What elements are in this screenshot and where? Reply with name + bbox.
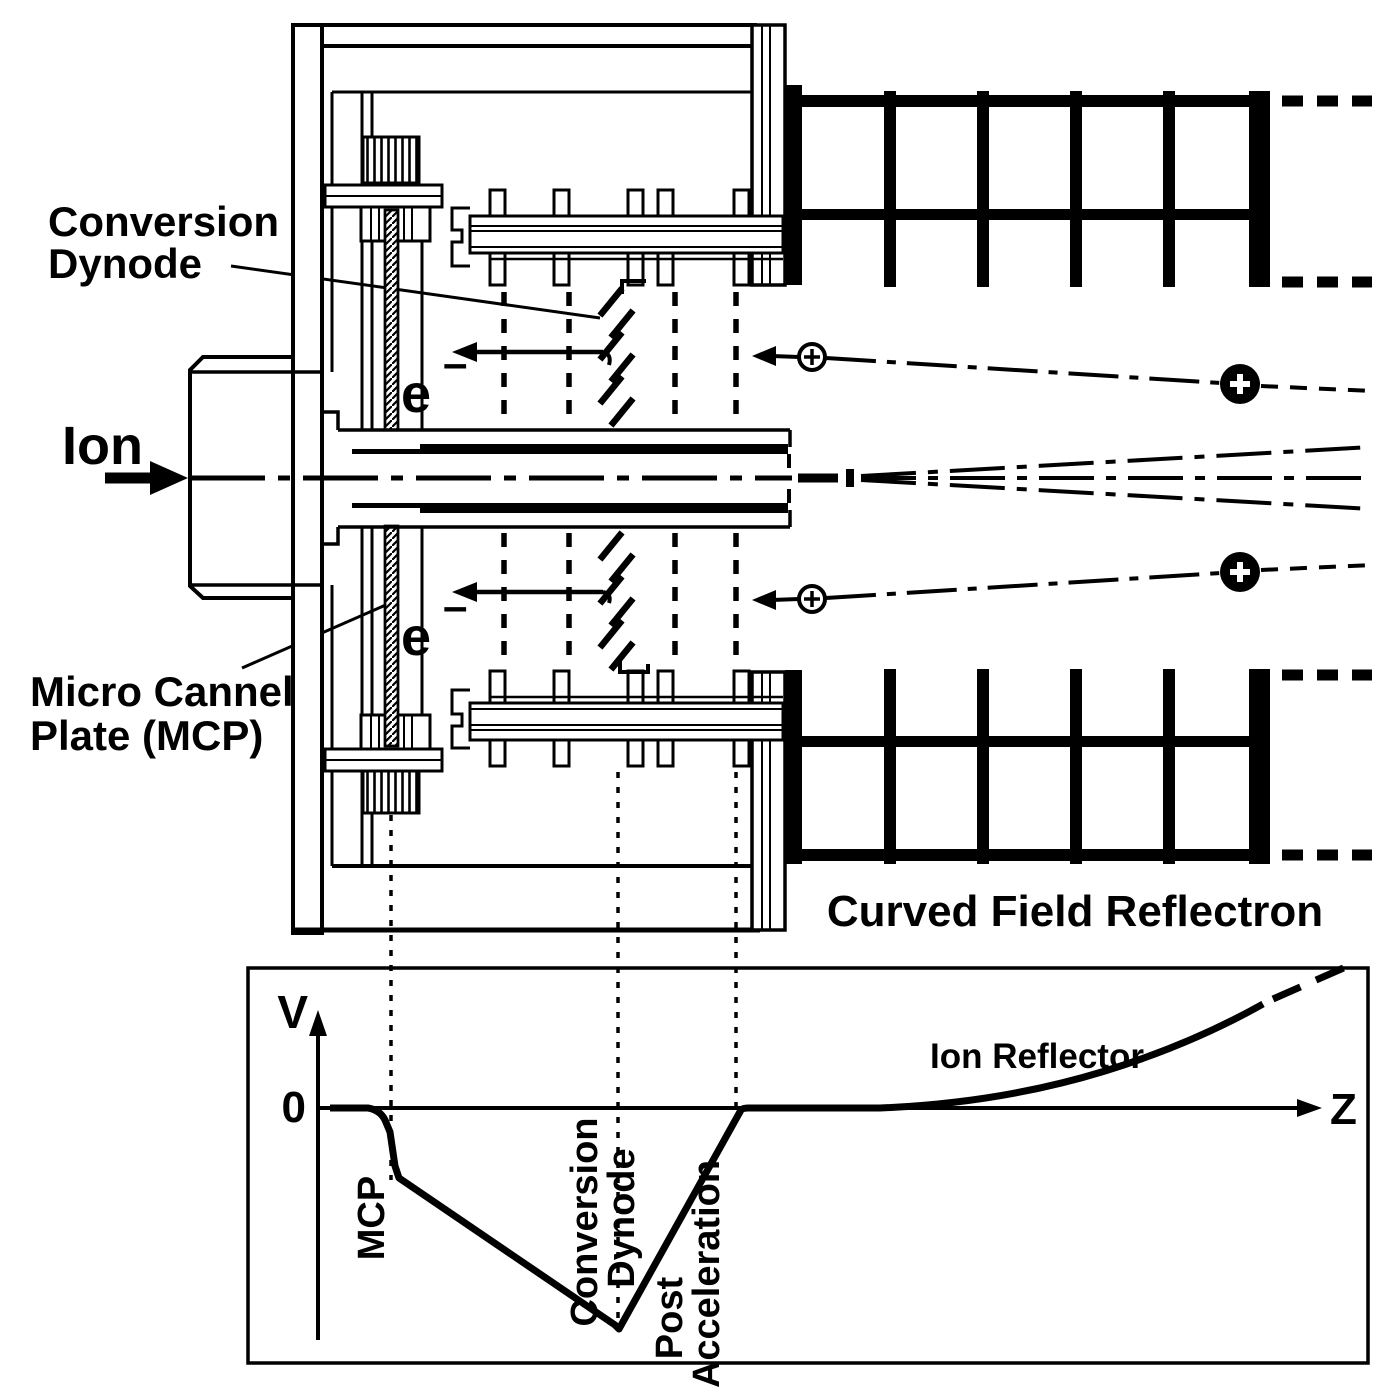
- tube-wall-top: [352, 444, 788, 454]
- electron-charge-top: –: [443, 339, 467, 388]
- reflectron-entry-electrode-bottom: [785, 670, 802, 864]
- detector-housing: [291, 23, 787, 935]
- drift-tube: [338, 428, 792, 529]
- curved-field-reflectron-label: Curved Field Reflectron: [827, 887, 1323, 936]
- acceleration-grid-lines: [501, 292, 739, 665]
- reflectron: [785, 85, 1372, 864]
- tube-wall-bottom: [352, 503, 788, 513]
- conversion-dynode-label-line2: Dynode: [48, 240, 202, 287]
- flange-bore-top: [192, 370, 340, 430]
- lens-post: [626, 736, 645, 768]
- left-arrowhead-icon: [452, 582, 477, 602]
- reflectron-ring-electrode: [884, 669, 896, 864]
- reflectron-entry-electrode-top: [785, 85, 802, 285]
- rail-end-bracket-top: [450, 206, 470, 268]
- conversion-dynode-bottom: [597, 530, 636, 672]
- lens-post: [656, 736, 675, 768]
- reflected-ion-trajectory-upper: [752, 342, 1373, 404]
- graph-frame: [246, 966, 1370, 1365]
- left-arrowhead-icon: [752, 590, 776, 610]
- reflectron-ring-electrode: [977, 669, 989, 864]
- reflectron-inner-rail-bottom: [802, 736, 1249, 747]
- beam-fan-lower: [860, 478, 1373, 511]
- lens-post: [552, 736, 571, 768]
- threaded-rod-bottom: [383, 524, 400, 748]
- mcp-stack-top: [323, 135, 444, 432]
- dynode-mount-bottom: [618, 656, 650, 674]
- lens-post: [626, 188, 645, 220]
- conversion-dynode-top: [597, 286, 636, 428]
- graph-conversion-label-line2: Dynode: [601, 1148, 643, 1287]
- threaded-rod-top: [383, 208, 400, 432]
- up-arrowhead-icon: [309, 1010, 327, 1036]
- origin-label: 0: [282, 1083, 306, 1132]
- einzel-lens-rail-top: [450, 188, 785, 294]
- z-axis-label: Z: [1330, 1085, 1357, 1134]
- lens-post: [656, 188, 675, 220]
- reflectron-ring-electrode: [977, 91, 989, 287]
- potential-curve-dashed-tail: [1271, 962, 1350, 1003]
- lens-post: [488, 188, 507, 220]
- graph-post-label-line2: Acceleration: [686, 1160, 728, 1388]
- electron-label-top: e: [401, 364, 431, 424]
- lens-post: [732, 736, 751, 768]
- reflectron-ring-electrode: [884, 91, 896, 287]
- electron-arrow-bottom: [452, 582, 612, 604]
- graph-conversion-label-line1: Conversion: [564, 1117, 606, 1326]
- left-arrowhead-icon: [752, 346, 776, 366]
- mcp-stack-bottom: [323, 524, 444, 815]
- reflectron-ring-electrode: [1163, 669, 1175, 864]
- lens-post: [488, 736, 507, 768]
- electron-charge-bottom: –: [443, 582, 467, 631]
- graph-mcp-label: MCP: [351, 1176, 393, 1260]
- beam-fan-upper: [860, 445, 1373, 478]
- ion-beam: [190, 445, 1373, 511]
- housing-top-plate: [320, 23, 757, 48]
- reflectron-outer-rail-top: [802, 95, 1270, 107]
- flange-bore-bottom: [192, 527, 340, 587]
- reflectron-end-electrode-top: [1249, 91, 1270, 287]
- right-arrowhead-icon: [1297, 1099, 1322, 1117]
- reflectron-end-electrode-bottom: [1249, 669, 1270, 864]
- reflectron-ring-electrode: [1163, 91, 1175, 287]
- rail-end-bracket-bottom: [450, 688, 470, 750]
- graph-reference-lines: [389, 772, 738, 1326]
- v-axis-label: V: [277, 986, 308, 1038]
- reflectron-ring-electrode: [1070, 669, 1082, 864]
- lens-post: [732, 188, 751, 220]
- nut-stack-bottom: [361, 769, 421, 815]
- reflected-ion-trajectory-lower: [752, 552, 1373, 614]
- electron-arrow-top: [452, 342, 612, 366]
- einzel-lens-rail-bottom: [450, 656, 785, 768]
- electron-label-bottom: e: [401, 607, 431, 667]
- ion-reflector-label: Ion Reflector: [930, 1037, 1144, 1076]
- ion-entry-arrow: [105, 461, 188, 495]
- reflectron-inner-rail-top: [802, 209, 1249, 220]
- reflectron-ring-electrode: [1070, 91, 1082, 287]
- potential-curve: [330, 1000, 1265, 1333]
- reflectron-outer-rail-bottom: [802, 849, 1270, 861]
- mcp-label-line2: Plate (MCP): [30, 712, 263, 759]
- left-arrowhead-icon: [452, 342, 477, 362]
- reflectron-continuation-dashes: [1282, 95, 1372, 861]
- beam-focus-point: [846, 469, 854, 487]
- ion-label: Ion: [62, 416, 143, 476]
- lens-post: [552, 188, 571, 220]
- graph-post-label-line1: Post: [649, 1276, 691, 1359]
- potential-diagram: [246, 962, 1370, 1365]
- conversion-dynode-label-line1: Conversion: [48, 198, 279, 245]
- mcp-label-line1: Micro Cannel: [30, 668, 294, 715]
- right-arrowhead-icon: [150, 461, 188, 495]
- text-labels: Conversion Dynode Micro Cannel Plate (MC…: [30, 198, 1357, 1388]
- nut-stack-top: [361, 135, 421, 185]
